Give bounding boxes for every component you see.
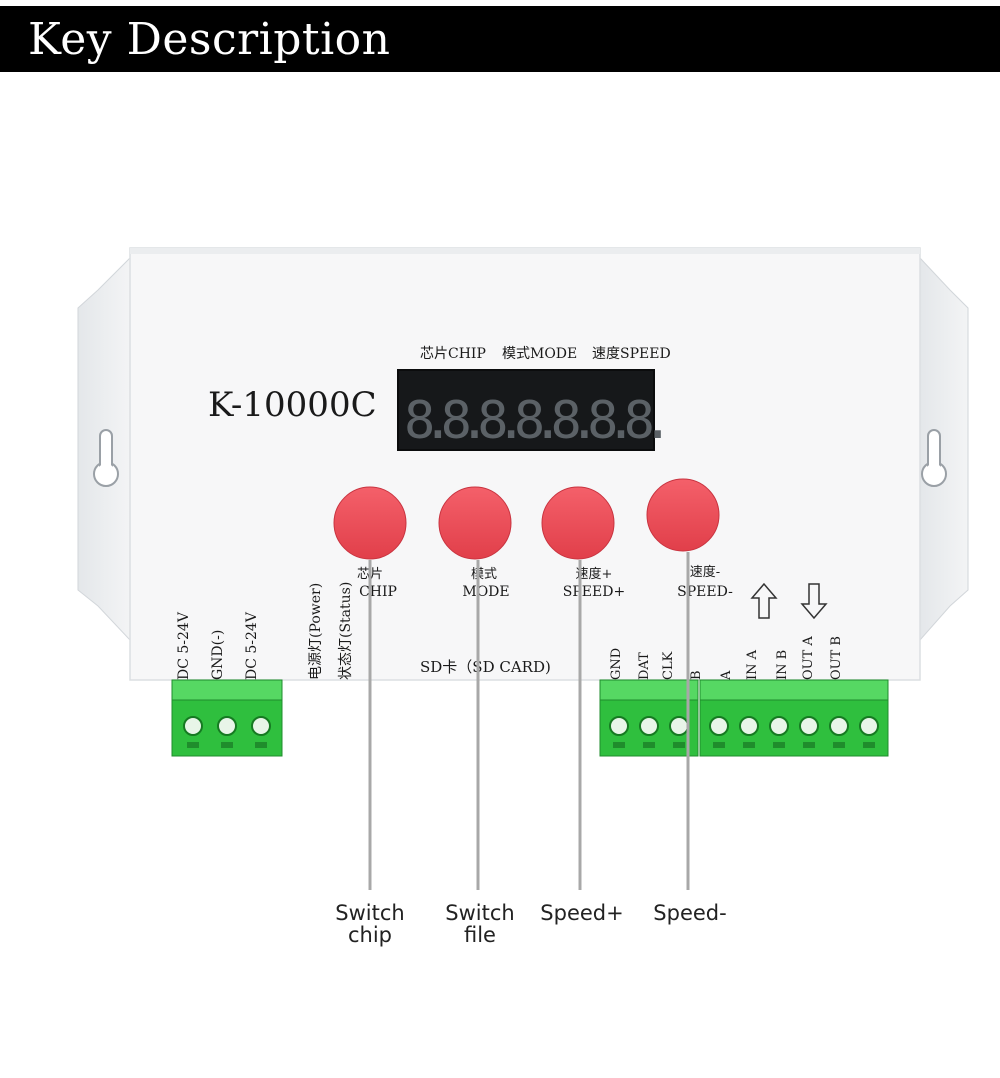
status-indicator-label: 状态灯(Status) bbox=[338, 582, 354, 680]
output-terminal-b-slot bbox=[743, 742, 755, 748]
down-arrow-icon bbox=[800, 583, 828, 620]
callout-switch-chip-text: Switch chip bbox=[335, 901, 405, 947]
mode-button-label-en: MODE bbox=[462, 584, 509, 600]
power-terminal-slot bbox=[187, 742, 199, 748]
out-label-gnd: GND bbox=[609, 648, 624, 680]
output-terminal-b-slot bbox=[863, 742, 875, 748]
output-terminal-b-slot bbox=[773, 742, 785, 748]
output-terminal-a-slot bbox=[673, 742, 685, 748]
speed-plus-label-cn: 速度+ bbox=[576, 566, 613, 582]
output-terminal-a-top bbox=[599, 679, 699, 701]
out-label-in-a: IN A bbox=[745, 649, 760, 680]
header-bar: Key Description bbox=[0, 6, 1000, 72]
power-terminal-screw bbox=[217, 716, 237, 736]
callout-switch-chip: Switch chip bbox=[310, 902, 430, 946]
output-terminal-block bbox=[599, 679, 889, 757]
mode-button[interactable] bbox=[438, 486, 512, 560]
output-terminal-a-slot bbox=[643, 742, 655, 748]
sd-card-label: SD卡（SD CARD) bbox=[420, 658, 551, 676]
display-header-chip: 芯片CHIP bbox=[420, 346, 486, 362]
output-terminal-a-screw bbox=[609, 716, 629, 736]
power-terminal-label-3: DC 5-24V bbox=[244, 611, 260, 680]
callout-speed-plus: Speed+ bbox=[522, 902, 642, 924]
power-indicator-label: 电源灯(Power) bbox=[308, 583, 324, 680]
chip-button-label-en: CHIP bbox=[359, 584, 397, 600]
output-terminal-a-screw bbox=[639, 716, 659, 736]
speed-plus-button[interactable] bbox=[541, 486, 615, 560]
power-terminal-label-1: DC 5-24V bbox=[176, 611, 192, 680]
output-terminal-b-slot bbox=[713, 742, 725, 748]
callout-switch-file-text: Switch file bbox=[445, 901, 515, 947]
power-terminal-slot bbox=[221, 742, 233, 748]
output-terminal-b-top bbox=[699, 679, 889, 701]
callout-speed-minus: Speed- bbox=[630, 902, 750, 924]
output-terminal-b-screw bbox=[739, 716, 759, 736]
out-label-a: A bbox=[719, 670, 734, 681]
out-label-out-a: OUT A bbox=[801, 636, 816, 680]
output-terminal-a-screw bbox=[669, 716, 689, 736]
output-terminal-b-screw bbox=[829, 716, 849, 736]
out-label-b: B bbox=[689, 670, 704, 680]
out-label-clk: CLK bbox=[661, 651, 676, 680]
output-terminal-b-slot bbox=[803, 742, 815, 748]
callout-speed-minus-text: Speed- bbox=[653, 901, 727, 925]
device-body bbox=[129, 247, 921, 681]
display-header-speed: 速度SPEED bbox=[592, 346, 671, 362]
display-digits: 8.8.8.8.8.8.8. bbox=[404, 391, 661, 451]
display-header-mode: 模式MODE bbox=[502, 346, 577, 362]
mode-button-label-cn: 模式 bbox=[471, 567, 497, 582]
speed-minus-button[interactable] bbox=[646, 478, 720, 552]
out-label-in-b: IN B bbox=[775, 650, 790, 680]
output-terminal-b-screw bbox=[799, 716, 819, 736]
left-keyhole bbox=[93, 429, 119, 487]
output-terminal-b-body bbox=[699, 699, 889, 757]
output-terminal-a-slot bbox=[613, 742, 625, 748]
output-terminal-b-screw bbox=[709, 716, 729, 736]
page-title: Key Description bbox=[28, 14, 391, 65]
power-terminal-slot bbox=[255, 742, 267, 748]
output-terminal-b-screw bbox=[769, 716, 789, 736]
power-terminal-screw bbox=[251, 716, 271, 736]
callout-switch-file: Switch file bbox=[420, 902, 540, 946]
speed-minus-label-cn: 速度- bbox=[690, 564, 720, 580]
model-label: K-10000C bbox=[208, 385, 377, 425]
callout-speed-plus-text: Speed+ bbox=[540, 901, 624, 925]
speed-plus-label-en: SPEED+ bbox=[563, 584, 625, 600]
right-keyhole bbox=[921, 429, 947, 487]
power-terminal-screw bbox=[183, 716, 203, 736]
output-terminal-b-screw bbox=[859, 716, 879, 736]
power-terminal-block bbox=[171, 679, 283, 757]
out-label-out-b: OUT B bbox=[829, 636, 844, 680]
up-arrow-icon bbox=[750, 582, 778, 619]
power-terminal-label-2: GND(-) bbox=[210, 630, 226, 680]
speed-minus-label-en: SPEED- bbox=[677, 584, 733, 600]
chip-button[interactable] bbox=[333, 486, 407, 560]
out-label-dat: DAT bbox=[637, 652, 652, 680]
seven-segment-display bbox=[397, 369, 655, 451]
output-terminal-b-slot bbox=[833, 742, 845, 748]
power-terminal-top bbox=[171, 679, 283, 701]
